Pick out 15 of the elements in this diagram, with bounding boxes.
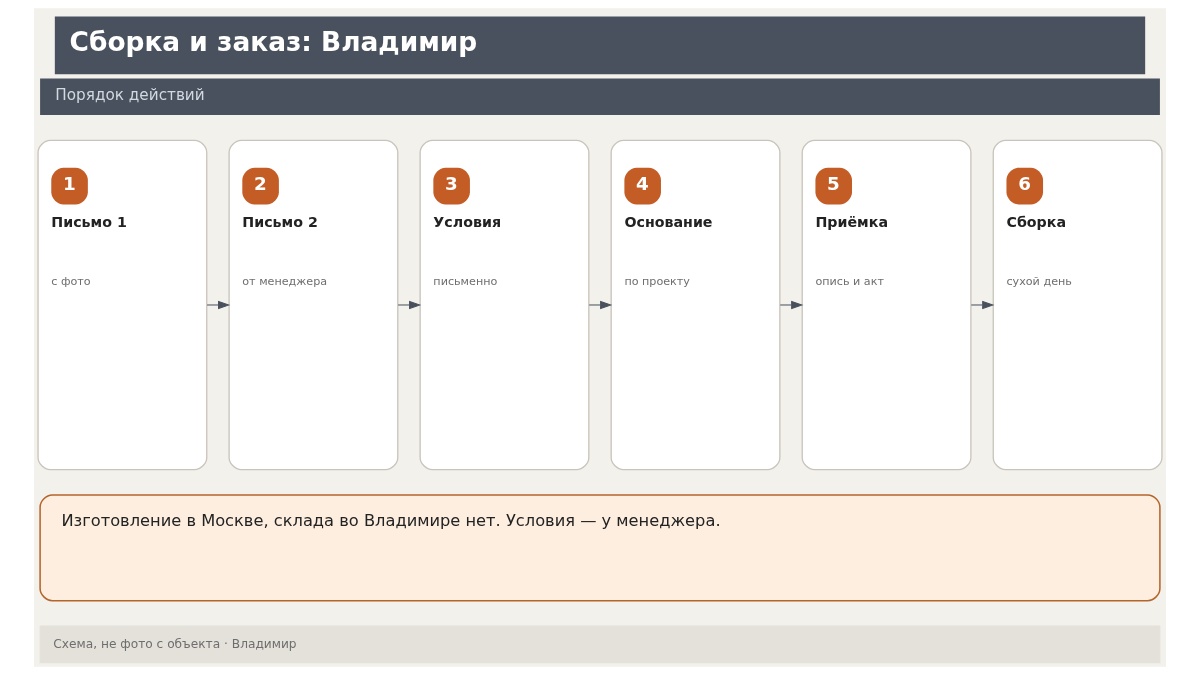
arrow <box>779 300 804 310</box>
arrow <box>397 300 422 310</box>
node-box: 2 Письмо 2 от менеджера <box>228 139 399 471</box>
arrow <box>970 300 995 310</box>
node-box: 6 Сборка сухой день <box>992 139 1163 471</box>
node-box: 3 Условия письменно <box>419 139 590 471</box>
label: Порядок действий <box>55 86 205 105</box>
node-box: 5 Приёмка опись и акт <box>801 139 972 471</box>
arrow <box>206 300 231 310</box>
diagram-title: Сборка и заказ: Владимир <box>69 26 478 58</box>
node-box: Изготовление в Москве, склада во Владимире нет. Условия — у менеджера. <box>39 494 1161 602</box>
caption: Схема, не фото с объекта · Владимир <box>53 637 297 652</box>
node-box: 4 Основание по проекту <box>610 139 781 471</box>
node-box: 1 Письмо 1 с фото <box>37 139 208 471</box>
arrow <box>588 300 613 310</box>
